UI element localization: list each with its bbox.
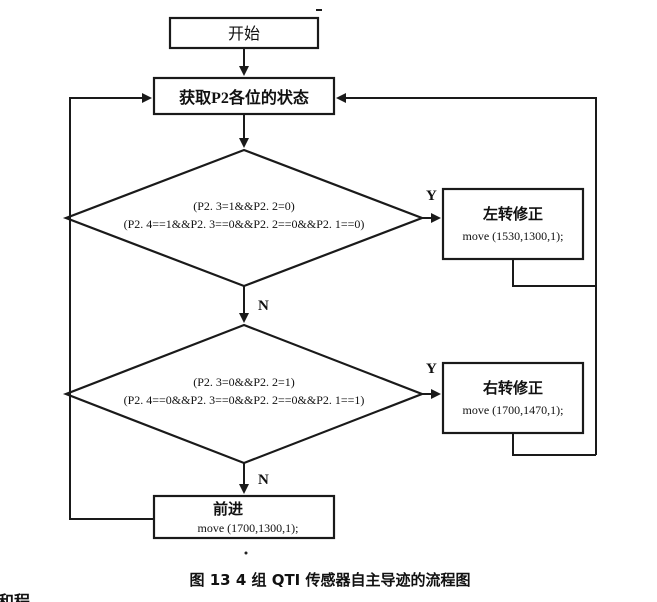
left-fix-cmd: move (1530,1300,1);: [463, 229, 564, 243]
right-fix-title: 右转修正: [483, 379, 543, 397]
no-label-1: N: [258, 298, 269, 314]
cropped-fragment: 和程: [0, 592, 30, 602]
yes-label-1: Y: [426, 188, 437, 204]
forward-box: [152, 494, 336, 540]
read-state-label: 获取P2各位的状态: [179, 88, 309, 107]
left-fix-title: 左转修正: [482, 205, 543, 223]
no-label-2: N: [258, 472, 269, 488]
decision-2-line2: (P2. 4==0&&P2. 3==0&&P2. 2==0&&P2. 1==1): [124, 393, 365, 407]
decision-2-line1: (P2. 3=0&&P2. 2=1): [193, 375, 295, 389]
right-fix-box: [441, 361, 585, 435]
decision-1-line1: (P2. 3=1&&P2. 2=0): [193, 199, 295, 213]
start-label: 开始: [228, 25, 260, 43]
figure-caption: 图 13 4 组 QTI 传感器自主导迹的流程图: [190, 571, 471, 589]
edge-left-fix-out: [512, 259, 596, 287]
decision-1-line2: (P2. 4==1&&P2. 3==0&&P2. 2==0&&P2. 1==0): [124, 217, 365, 231]
edge-forward-loop: [69, 93, 154, 520]
left-fix-box: [441, 187, 585, 261]
read-state-box: [152, 76, 336, 116]
forward-title: 前进: [213, 500, 243, 518]
right-fix-cmd: move (1700,1470,1);: [463, 403, 564, 417]
stray-dot: [244, 551, 248, 555]
forward-cmd: move (1700,1300,1);: [198, 521, 299, 535]
edge-right-return: [336, 93, 597, 455]
edge-right-fix-out: [512, 433, 596, 456]
yes-label-2: Y: [426, 361, 437, 377]
